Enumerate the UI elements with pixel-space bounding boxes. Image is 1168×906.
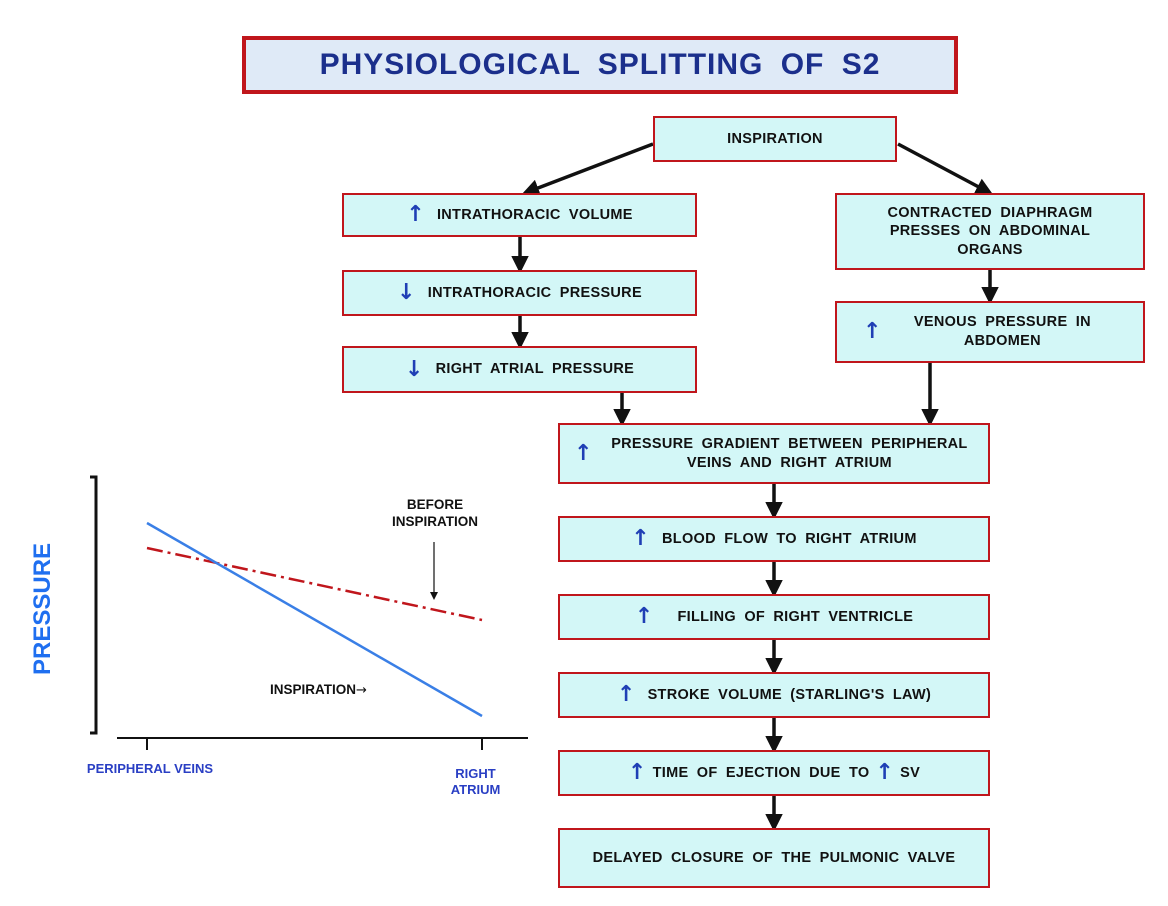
box-blood-flow: ↑ BLOOD FLOW TO RIGHT ATRIUM [558, 516, 990, 562]
box-contracted-diaphragm: CONTRACTED DIAPHRAGM PRESSES ON ABDOMINA… [835, 193, 1145, 270]
box-venous-pressure: ↑ VENOUS PRESSURE IN ABDOMEN [835, 301, 1145, 363]
up-arrow-icon: ↑ [863, 319, 882, 344]
y-axis-bracket [90, 475, 98, 735]
down-arrow-icon: ↓ [404, 356, 424, 382]
arrow-inspiration-left [521, 142, 654, 197]
box-text: RIGHT ATRIAL PRESSURE [435, 361, 635, 378]
box-text: STROKE VOLUME (STARLING'S LAW) [647, 686, 932, 703]
box-delayed-closure: DELAYED CLOSURE OF THE PULMONIC VALVE [558, 828, 990, 888]
box-intrathoracic-pressure: ↓ INTRATHORACIC PRESSURE [342, 270, 697, 316]
box-text: VENOUS PRESSURE IN ABDOMEN [913, 314, 1091, 349]
up-arrow-icon: ↑ [634, 604, 654, 629]
box-filling-right-ventricle: ↑ FILLING OF RIGHT VENTRICLE [558, 594, 990, 640]
box-text: CONTRACTED DIAPHRAGM PRESSES ON ABDOMINA… [887, 204, 1093, 258]
inspiration-label-text: INSPIRATION [270, 682, 357, 697]
up-arrow-icon: ↑ [616, 682, 636, 707]
y-axis-label: PRESSURE [29, 542, 56, 675]
arrow-inspiration-right [897, 142, 994, 195]
box-text: INTRATHORACIC VOLUME [436, 206, 633, 223]
x-label-right-atrium: RIGHT ATRIUM [450, 766, 501, 798]
up-arrow-icon: ↑ [574, 440, 593, 466]
box-text: FILLING OF RIGHT VENTRICLE [677, 608, 914, 625]
box-inspiration: INSPIRATION [653, 116, 897, 162]
box-text: PRESSURE GRADIENT BETWEEN PERIPHERAL VEI… [611, 435, 968, 471]
box-inspiration-text: INSPIRATION [727, 130, 823, 147]
box-text: BLOOD FLOW TO RIGHT ATRIUM [662, 530, 917, 547]
inspiration-line [146, 521, 483, 718]
up-arrow-icon: ↑ [631, 526, 651, 551]
right-arrow-icon: → [356, 683, 367, 698]
inspiration-line-label: INSPIRATION→ [270, 682, 440, 699]
pointer-arrowhead [430, 592, 438, 600]
box-pressure-gradient: ↑ PRESSURE GRADIENT BETWEEN PERIPHERAL V… [558, 423, 990, 484]
down-arrow-icon: ↓ [397, 280, 416, 305]
box-time-of-ejection: ↑ TIME OF EJECTION DUE TO ↑ SV [558, 750, 990, 796]
box-stroke-volume: ↑ STROKE VOLUME (STARLING'S LAW) [558, 672, 990, 718]
box-text: SV [900, 764, 921, 781]
box-text: TIME OF EJECTION DUE TO [652, 764, 870, 781]
up-arrow-icon: ↑ [406, 202, 425, 227]
diagram-title: PHYSIOLOGICAL SPLITTING OF S2 [242, 36, 958, 94]
box-intrathoracic-volume: ↑ INTRATHORACIC VOLUME [342, 193, 697, 237]
before-inspiration-line [146, 546, 483, 622]
up-arrow-icon: ↑ [627, 760, 647, 785]
x-label-peripheral-veins: PERIPHERAL VEINS [86, 761, 214, 776]
box-text: INTRATHORACIC PRESSURE [427, 284, 642, 301]
box-right-atrial-pressure: ↓ RIGHT ATRIAL PRESSURE [342, 346, 697, 393]
up-arrow-icon: ↑ [875, 760, 895, 785]
before-inspiration-label: BEFORE INSPIRATION [391, 497, 478, 529]
box-text: DELAYED CLOSURE OF THE PULMONIC VALVE [592, 849, 956, 866]
